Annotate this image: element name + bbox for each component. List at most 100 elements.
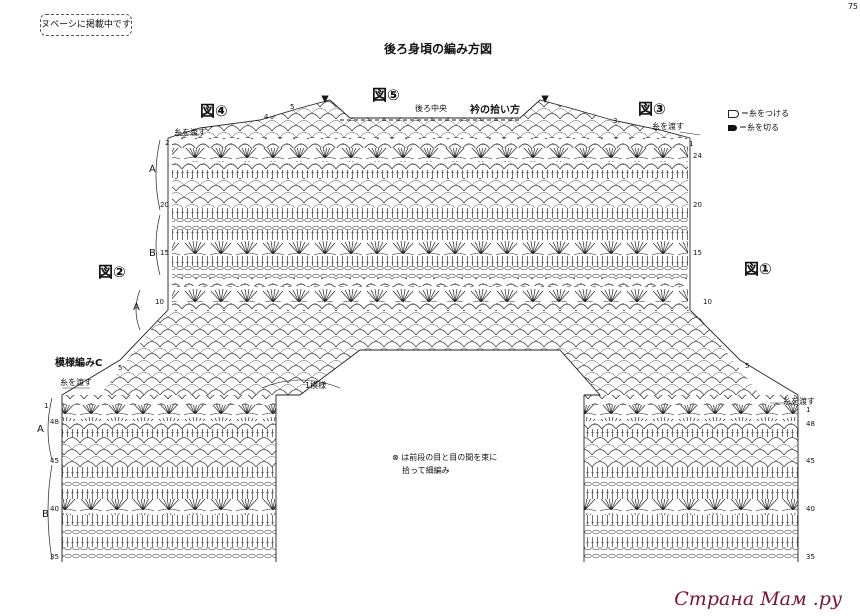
page-tag: ヌベーシに掲載中です <box>40 14 132 36</box>
section-a-label-mid: A <box>133 302 140 313</box>
row-number: 2 <box>165 139 170 147</box>
center-opening <box>276 349 602 396</box>
arch-row <box>584 395 798 405</box>
arch-row <box>584 421 798 429</box>
row-number: 45 <box>50 457 59 465</box>
row-number: 1 <box>806 406 811 414</box>
diagram-title: 後ろ身頃の編み方図 <box>384 42 493 56</box>
collar-pickup-label: 衿の拾い方 <box>470 105 520 116</box>
fan-row <box>172 148 688 162</box>
post-row <box>172 170 688 178</box>
back-center-label: 後ろ中央 <box>415 104 447 113</box>
post-row <box>584 489 798 499</box>
fan-row <box>62 499 276 515</box>
row-number: 3 <box>613 117 618 125</box>
section-a-label-upper: A <box>149 164 156 175</box>
mesh-rows <box>62 437 276 467</box>
arch-row <box>62 395 276 405</box>
row-number: 15 <box>693 249 702 257</box>
yarn-carry-arrows <box>62 131 796 404</box>
row-number: 20 <box>693 201 702 209</box>
row-number: 20 <box>160 201 169 209</box>
armhole-mesh <box>100 310 760 395</box>
row-number: 48 <box>806 420 815 428</box>
fan-row <box>584 405 798 421</box>
post-row <box>62 537 276 547</box>
row-number: 10 <box>155 298 164 306</box>
neck-edge <box>167 99 691 139</box>
section-b-label-upper: B <box>149 248 156 259</box>
row-number: 40 <box>50 505 59 513</box>
mesh-rows <box>172 178 688 208</box>
repeat-label: 1模様 <box>305 381 327 390</box>
yarn-carry-label-left-bottom: 糸を渡す <box>60 378 92 387</box>
legend-cut-yarn: ＝糸を切る <box>728 122 779 133</box>
section-brackets <box>47 139 161 561</box>
chain-row <box>62 477 276 489</box>
post-row <box>62 429 276 437</box>
arch-row <box>172 278 688 286</box>
legend-attach-text: ＝糸をつける <box>741 109 789 118</box>
figure-4-label: 図④ <box>200 102 228 120</box>
repeat-bracket <box>261 379 341 389</box>
fan-row <box>172 240 688 256</box>
row-number: 5 <box>118 364 123 372</box>
fan-row <box>584 499 798 515</box>
chain-row <box>584 477 798 489</box>
yarn-carry-label-left-top: 糸を渡す <box>174 128 206 137</box>
yarn-cut-icon <box>728 124 737 131</box>
arch-row <box>172 162 688 170</box>
figure-1-label: 図① <box>744 260 772 278</box>
fan-row <box>172 286 688 302</box>
row-number: 40 <box>806 505 815 513</box>
note-line-2: 拾って細編み <box>402 466 450 475</box>
fan-row <box>62 405 276 421</box>
arch-row <box>172 302 688 310</box>
post-row <box>62 515 276 525</box>
mesh-rows <box>584 437 798 467</box>
post-row <box>584 515 798 525</box>
arch-row <box>172 138 688 148</box>
right-edge <box>689 138 799 562</box>
watermark: Страна Мам .ру <box>674 588 842 610</box>
figure-3-label: 図③ <box>638 100 666 118</box>
chain-row <box>62 547 276 559</box>
chain-row <box>584 547 798 559</box>
legend-attach-yarn: ＝糸をつける <box>728 108 789 119</box>
row-number: 48 <box>50 418 59 426</box>
row-number: 35 <box>50 553 59 561</box>
chain-row <box>62 525 276 537</box>
yarn-carry-label-right-top: 糸を渡す <box>652 122 684 131</box>
section-a-label-lower: A <box>37 424 44 435</box>
post-row <box>62 489 276 499</box>
chain-row <box>172 218 688 230</box>
row-number: 45 <box>806 457 815 465</box>
row-number: 10 <box>703 298 712 306</box>
arch-row <box>62 421 276 429</box>
row-number: 5 <box>290 103 295 111</box>
pattern-c-label: 模様編みC <box>55 358 103 369</box>
post-row <box>584 537 798 547</box>
post-row <box>172 230 688 240</box>
row-number: 1 <box>44 402 49 410</box>
yarn-carry-label-right-bottom: 糸を渡す <box>783 397 815 406</box>
left-edge <box>61 138 169 562</box>
figure-5-label: 図⑤ <box>372 86 400 104</box>
row-number: 35 <box>806 553 815 561</box>
neck-mesh <box>168 100 690 138</box>
note-line-1: ⊗ は前段の目と目の間を束に <box>392 453 498 462</box>
row-number: 24 <box>693 152 702 160</box>
chain-row <box>584 525 798 537</box>
post-row <box>584 429 798 437</box>
row-number: 1 <box>689 140 694 148</box>
post-row <box>172 256 688 266</box>
chain-row <box>172 266 688 278</box>
section-b-label-lower: B <box>42 509 49 520</box>
post-row <box>172 208 688 218</box>
yarn-attach-icon <box>728 109 739 118</box>
row-number: 15 <box>160 249 169 257</box>
row-number: 4 <box>264 113 269 121</box>
figure-2-label: 図② <box>98 263 126 281</box>
row-number: 5 <box>745 362 750 370</box>
